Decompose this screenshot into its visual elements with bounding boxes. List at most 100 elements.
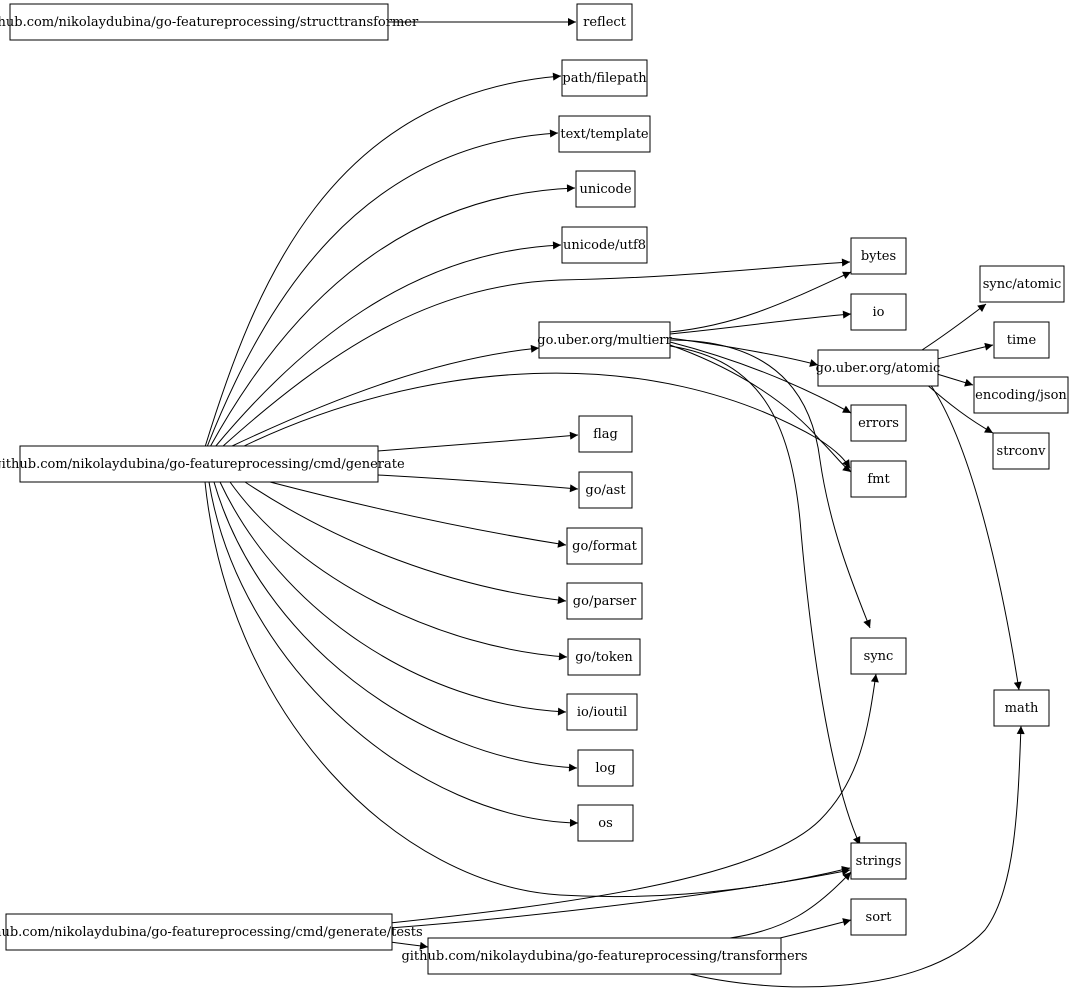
node-label: log (595, 761, 615, 776)
edge-generate-token (229, 481, 568, 661)
node-uberatomic[interactable]: go.uber.org/atomic (816, 349, 941, 387)
node-label: math (1005, 701, 1039, 716)
edge-uberatomic-json (936, 373, 974, 387)
edge-tests-sync (389, 673, 879, 924)
node-format[interactable]: go/format (566, 527, 643, 565)
node-box (850, 404, 907, 442)
node-tests[interactable]: github.com/nikolaydubina/go-featureproce… (0, 913, 423, 951)
node-label: sync (864, 649, 894, 664)
edge-generate-flag (377, 431, 579, 452)
node-io[interactable]: io (850, 293, 907, 331)
node-label: flag (593, 427, 618, 442)
node-label: os (598, 816, 613, 831)
node-ast[interactable]: go/ast (578, 471, 633, 509)
edge-multierr-bytes (669, 271, 852, 333)
node-box (993, 689, 1050, 727)
edge-uberatomic-time (936, 342, 994, 360)
node-sync[interactable]: sync (850, 637, 907, 675)
node-parser[interactable]: go/parser (566, 582, 643, 620)
node-box (817, 349, 939, 387)
node-reflect[interactable]: reflect (576, 3, 633, 41)
node-label: sync/atomic (983, 277, 1062, 292)
node-box (850, 842, 907, 880)
node-label: bytes (861, 249, 896, 264)
node-syncatomic[interactable]: sync/atomic (979, 265, 1065, 303)
node-sort[interactable]: sort (850, 898, 907, 936)
edge-multierr-uberatomic (669, 337, 819, 367)
edge-generate-filepath (204, 72, 562, 448)
node-log[interactable]: log (577, 749, 634, 787)
node-label: time (1007, 333, 1037, 348)
node-fmt[interactable]: fmt (850, 460, 907, 498)
node-box (561, 59, 648, 97)
edge-generate-os (208, 481, 579, 827)
node-utf8[interactable]: unicode/utf8 (561, 226, 648, 264)
node-label: github.com/nikolaydubina/go-featureproce… (0, 925, 423, 940)
node-box (566, 582, 643, 620)
node-label: io (873, 305, 885, 320)
node-box (973, 376, 1069, 414)
node-structtransformer[interactable]: github.com/nikolaydubina/go-featureproce… (0, 3, 419, 41)
node-texttemplate[interactable]: text/template (558, 115, 651, 153)
node-math[interactable]: math (993, 689, 1050, 727)
node-unicode[interactable]: unicode (575, 170, 636, 208)
node-strings[interactable]: strings (850, 842, 907, 880)
node-generate[interactable]: github.com/nikolaydubina/go-featureproce… (0, 445, 405, 483)
node-box (567, 638, 641, 676)
edge-generate-multierr (229, 344, 540, 448)
node-box (850, 237, 907, 275)
node-bytes[interactable]: bytes (850, 237, 907, 275)
node-label: errors (858, 416, 899, 431)
node-label: reflect (583, 15, 627, 30)
node-ioutil[interactable]: io/ioutil (566, 693, 638, 731)
node-box (850, 637, 907, 675)
node-box (9, 3, 389, 41)
node-label: go.uber.org/multierr (537, 333, 672, 348)
node-errors[interactable]: errors (850, 404, 907, 442)
node-os[interactable]: os (577, 804, 634, 842)
node-label: unicode/utf8 (563, 238, 646, 253)
node-strconv[interactable]: strconv (992, 432, 1050, 470)
node-box (558, 115, 651, 153)
edge-uberatomic-strconv (924, 382, 994, 434)
edge-generate-format (269, 481, 567, 548)
node-transformers[interactable]: github.com/nikolaydubina/go-featureproce… (401, 937, 808, 975)
node-box (566, 527, 643, 565)
edge-tests-transformers (389, 941, 429, 950)
node-label: github.com/nikolaydubina/go-featureproce… (401, 949, 807, 964)
edge-generate-ast (377, 474, 579, 493)
edge-generate-fmt (239, 372, 851, 469)
edge-generate-parser (244, 481, 567, 605)
edge-multierr-errors (669, 341, 852, 414)
node-time[interactable]: time (993, 321, 1050, 359)
node-label: text/template (560, 127, 649, 142)
node-box (5, 913, 393, 951)
node-label: path/filepath (562, 71, 647, 86)
node-box (19, 445, 379, 483)
node-label: encoding/json (975, 388, 1067, 403)
edge-generate-log (213, 481, 578, 772)
node-box (850, 293, 907, 331)
node-multierr[interactable]: go.uber.org/multierr (537, 321, 673, 359)
node-flag[interactable]: flag (578, 415, 633, 453)
node-label: go/format (572, 539, 637, 554)
node-box (566, 693, 638, 731)
node-token[interactable]: go/token (567, 638, 641, 676)
node-json[interactable]: encoding/json (973, 376, 1069, 414)
edge-uberatomic-syncatomic (921, 303, 987, 351)
node-box (850, 460, 907, 498)
nodes: github.com/nikolaydubina/go-featureproce… (0, 3, 1069, 975)
edge-multierr-strings (669, 345, 861, 846)
edge-uberatomic-math (929, 383, 1022, 691)
node-box (538, 321, 671, 359)
node-box (427, 937, 782, 975)
node-label: go/ast (585, 483, 626, 498)
node-filepath[interactable]: path/filepath (561, 59, 648, 97)
node-label: sort (866, 910, 893, 925)
node-box (993, 321, 1050, 359)
edge-generate-utf8 (214, 241, 562, 448)
edge-transformers-math (674, 725, 1025, 988)
node-label: io/ioutil (577, 705, 627, 720)
node-box (578, 471, 633, 509)
